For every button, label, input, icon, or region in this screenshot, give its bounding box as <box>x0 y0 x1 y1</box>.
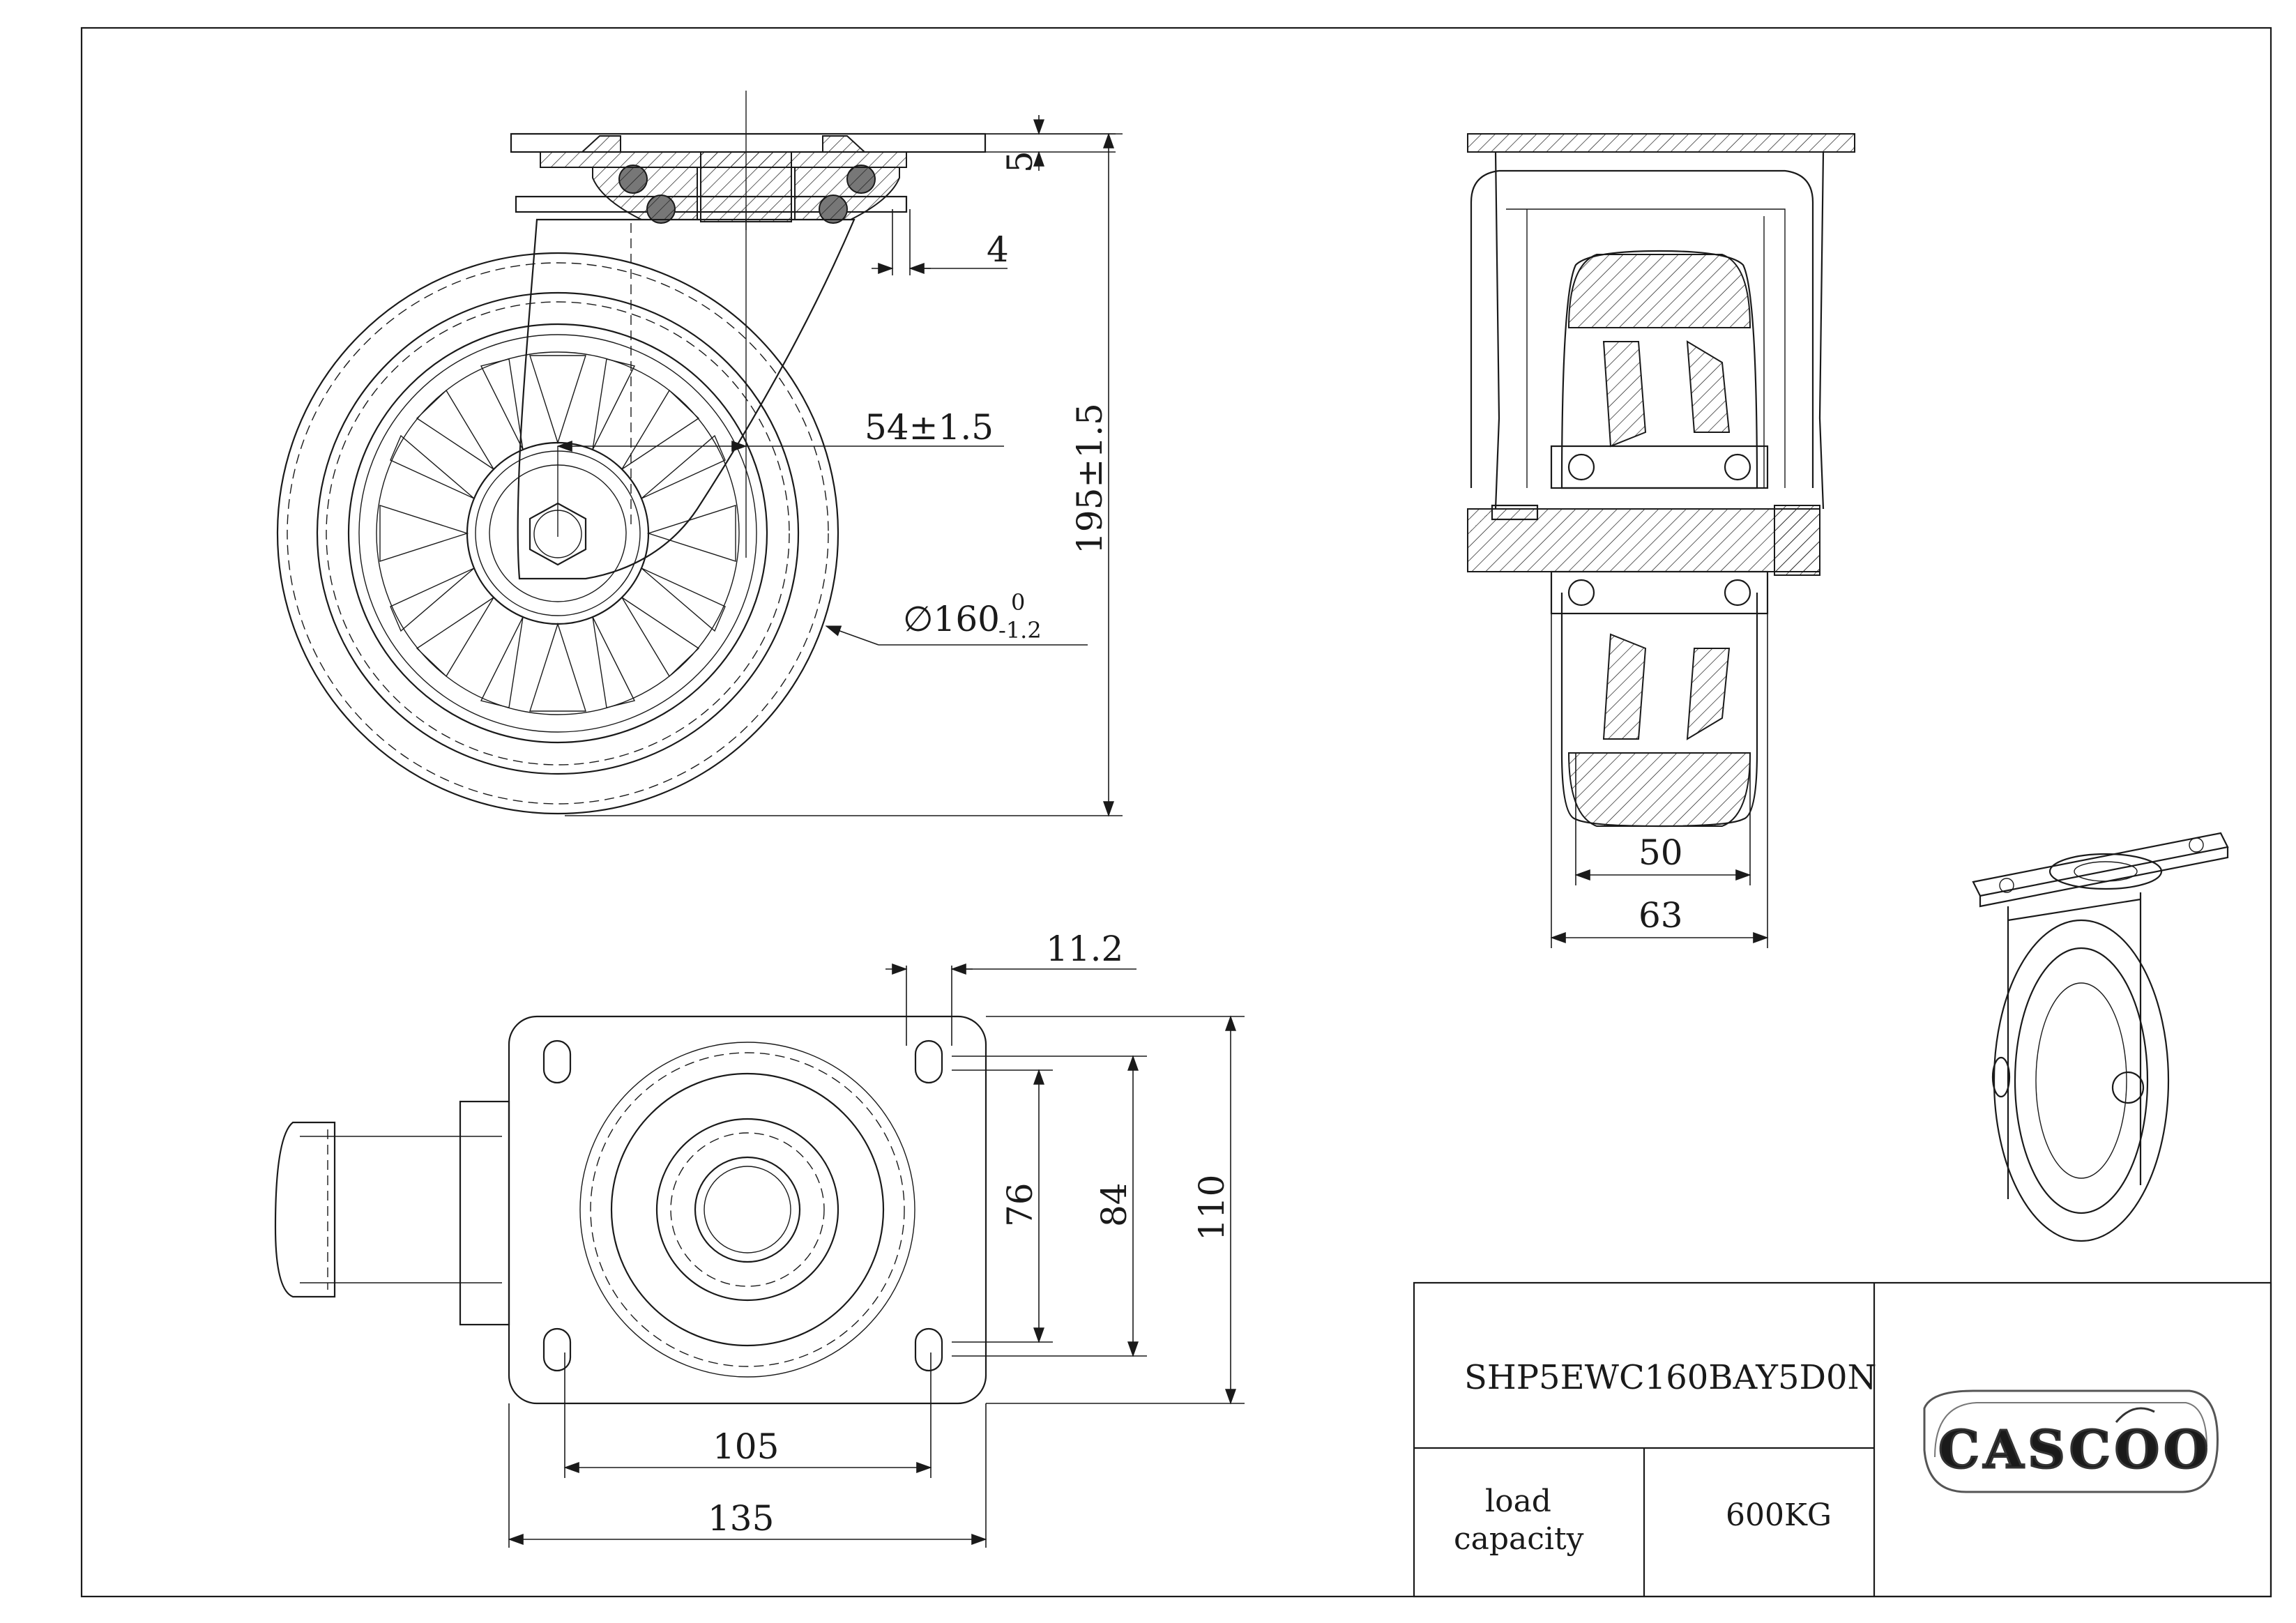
dim-hole-spacing-mid: 84 <box>1094 1182 1134 1227</box>
dim-swivel-offset: 54±1.5 <box>865 407 994 448</box>
dim-plate-thickness: 5 <box>1000 151 1040 173</box>
side-view-dimensions: 5 4 54±1.5 195±1.5 ∅160 0 -1.2 <box>556 115 1123 817</box>
front-view <box>1467 133 1855 828</box>
dim-hole-spacing-long: 105 <box>713 1426 779 1467</box>
load-value: 600KG <box>1726 1498 1832 1533</box>
cascoo-logo: CASCOO <box>1923 1389 2219 1493</box>
dim-overall-height: 195±1.5 <box>1070 403 1110 554</box>
dim-hole-offset: 11.2 <box>1046 929 1123 969</box>
load-label-line2: capacity <box>1454 1521 1584 1557</box>
part-number: SHP5EWC160BAY5D0N <box>1464 1358 1877 1397</box>
dim-tread-width: 50 <box>1639 832 1683 873</box>
dim-hole-spacing-short: 76 <box>1000 1182 1040 1227</box>
top-view <box>274 1015 987 1405</box>
load-label-line1: load <box>1485 1484 1551 1519</box>
mounting-holes <box>542 1039 943 1372</box>
side-view <box>276 91 987 815</box>
dim-wheel-tol-upper: 0 <box>1011 589 1025 616</box>
sheet-border <box>80 26 2272 1598</box>
dim-wheel-tol-lower: -1.2 <box>998 617 1042 643</box>
dim-offset-4: 4 <box>987 229 1009 270</box>
isometric-view <box>1972 832 2229 1242</box>
top-view-dimensions: 11.2 76 84 110 105 135 <box>508 929 1245 1548</box>
dim-plate-width: 110 <box>1192 1175 1232 1241</box>
title-block: SHP5EWC160BAY5D0N load capacity 600KG CA… <box>1413 1281 2272 1598</box>
front-view-dimensions: 50 63 <box>1550 614 1769 948</box>
dim-wheel-diameter: ∅160 <box>903 599 1000 639</box>
logo-text: CASCOO <box>1938 1420 2213 1480</box>
dim-overall-width: 63 <box>1639 895 1683 936</box>
dim-plate-length: 135 <box>708 1498 774 1539</box>
